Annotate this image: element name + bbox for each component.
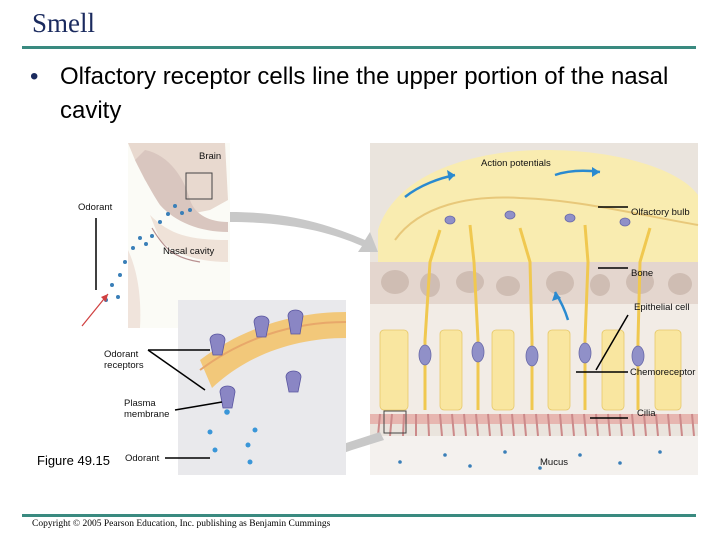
label-odorant-top: Odorant [78,202,113,213]
label-nasal-cavity: Nasal cavity [163,246,215,257]
figure-label: Figure 49.15 [37,453,110,468]
label-chemoreceptor: Chemoreceptor [630,367,696,378]
title-divider [22,46,696,49]
label-action-potentials: Action potentials [481,158,551,169]
label-plasma-membrane: Plasma membrane [124,398,170,420]
label-odorant-bottom: Odorant [125,453,160,464]
copyright-text: Copyright © 2005 Pearson Education, Inc.… [32,519,331,529]
label-olfactory-bulb: Olfactory bulb [631,207,690,218]
label-cilia: Cilia [637,408,656,419]
receptor-closeup-panel [178,300,347,475]
label-bone: Bone [631,268,654,279]
bullet-text: Olfactory receptor cells line the upper … [60,63,669,124]
label-brain: Brain [199,151,222,162]
bullet-dot: • [30,63,39,90]
head-section-panel [81,143,230,328]
bullet-item: • Olfactory receptor cells line the uppe… [30,60,700,128]
label-mucus: Mucus [540,457,568,468]
label-epithelial-cell: Epithelial cell [634,302,690,313]
slide-title: Smell [32,8,96,38]
label-odorant-receptors: Odorant receptors [104,349,144,371]
leader-lines [95,206,629,459]
footer-divider [22,514,696,517]
